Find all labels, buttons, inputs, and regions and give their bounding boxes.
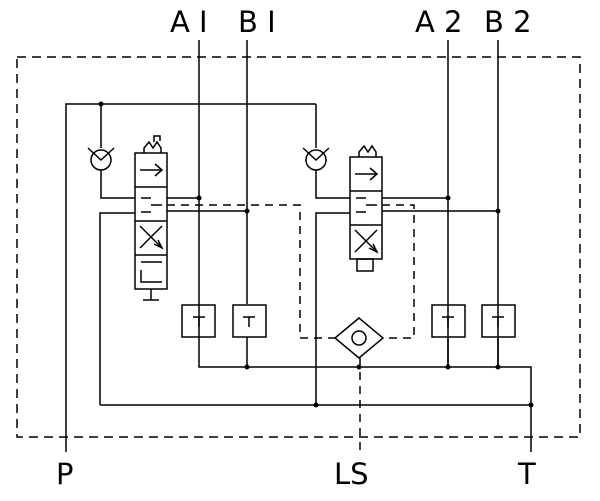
port-label-ls: LS — [334, 457, 369, 491]
port-label-a1: A I — [170, 5, 208, 39]
compensator-box-a2 — [431, 304, 466, 338]
check-valve-left — [87, 147, 115, 171]
load-sense-lines — [167, 204, 415, 452]
directional-valve-left — [134, 135, 168, 301]
port-label-b2: B 2 — [484, 5, 532, 39]
port-label-b1: B I — [238, 5, 276, 39]
junction-dots — [98, 101, 534, 408]
port-label-t: T — [517, 457, 536, 491]
shuttle-valve — [333, 317, 385, 359]
port-label-p: P — [56, 457, 74, 491]
compensator-box-b2 — [481, 304, 516, 338]
valve-housing-boundary — [16, 56, 581, 438]
port-label-a2: A 2 — [415, 5, 463, 39]
compensator-box-b1 — [232, 304, 267, 338]
compensator-box-a1 — [181, 304, 216, 338]
directional-valve-right — [349, 144, 383, 272]
check-valve-right — [302, 147, 330, 171]
